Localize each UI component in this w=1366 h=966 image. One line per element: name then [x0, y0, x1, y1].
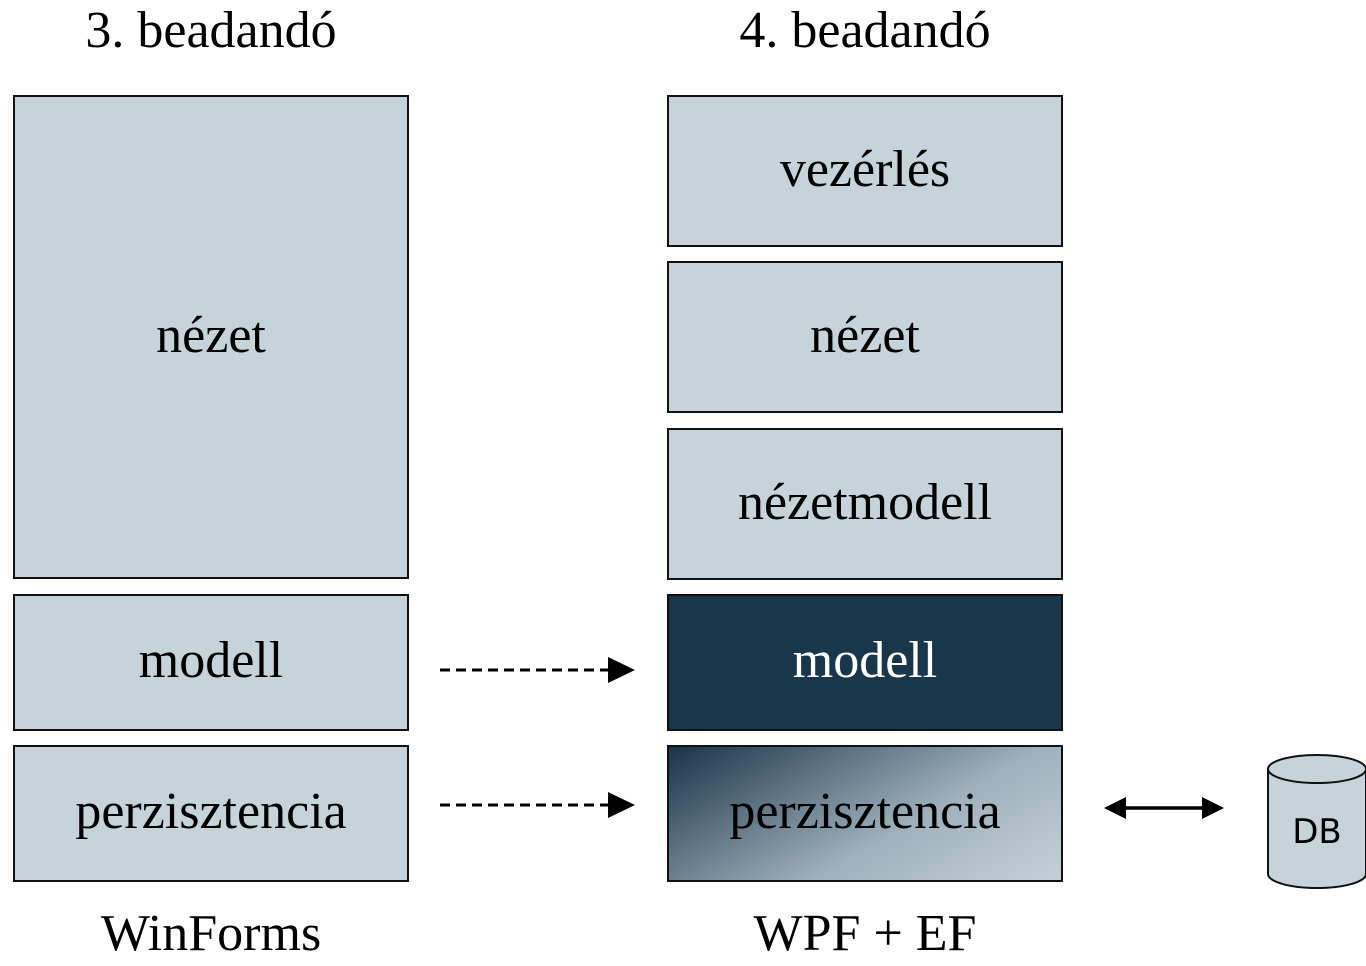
left-model-label: modell: [138, 632, 284, 689]
persistence-migration-arrow: [440, 792, 635, 818]
right-column-heading: 4. beadandó: [739, 2, 991, 59]
right-control-layer: vezérlés: [667, 95, 1063, 247]
right-viewmodel-layer: nézetmodell: [667, 428, 1063, 580]
database-label: DB: [1292, 812, 1342, 852]
right-control-label: vezérlés: [779, 140, 951, 198]
left-column-footer: WinForms: [100, 905, 322, 962]
right-persistence-label: perzisztencia: [729, 783, 1001, 840]
left-column-heading: 3. beadandó: [85, 2, 337, 59]
database-connection-arrow: [1104, 797, 1224, 819]
left-view-label: nézet: [156, 306, 266, 364]
model-migration-arrow: [440, 657, 635, 683]
left-model-layer: modell: [13, 594, 409, 731]
left-persistence-layer: perzisztencia: [13, 745, 409, 882]
left-persistence-label: perzisztencia: [75, 783, 347, 840]
right-model-layer: modell: [667, 594, 1063, 731]
right-viewmodel-label: nézetmodell: [737, 473, 993, 531]
right-view-layer: nézet: [667, 261, 1063, 413]
right-view-label: nézet: [810, 306, 920, 364]
right-model-label: modell: [792, 632, 938, 689]
right-column-footer: WPF + EF: [753, 905, 977, 962]
left-view-layer: nézet: [13, 95, 409, 579]
right-persistence-layer: perzisztencia: [667, 745, 1063, 882]
